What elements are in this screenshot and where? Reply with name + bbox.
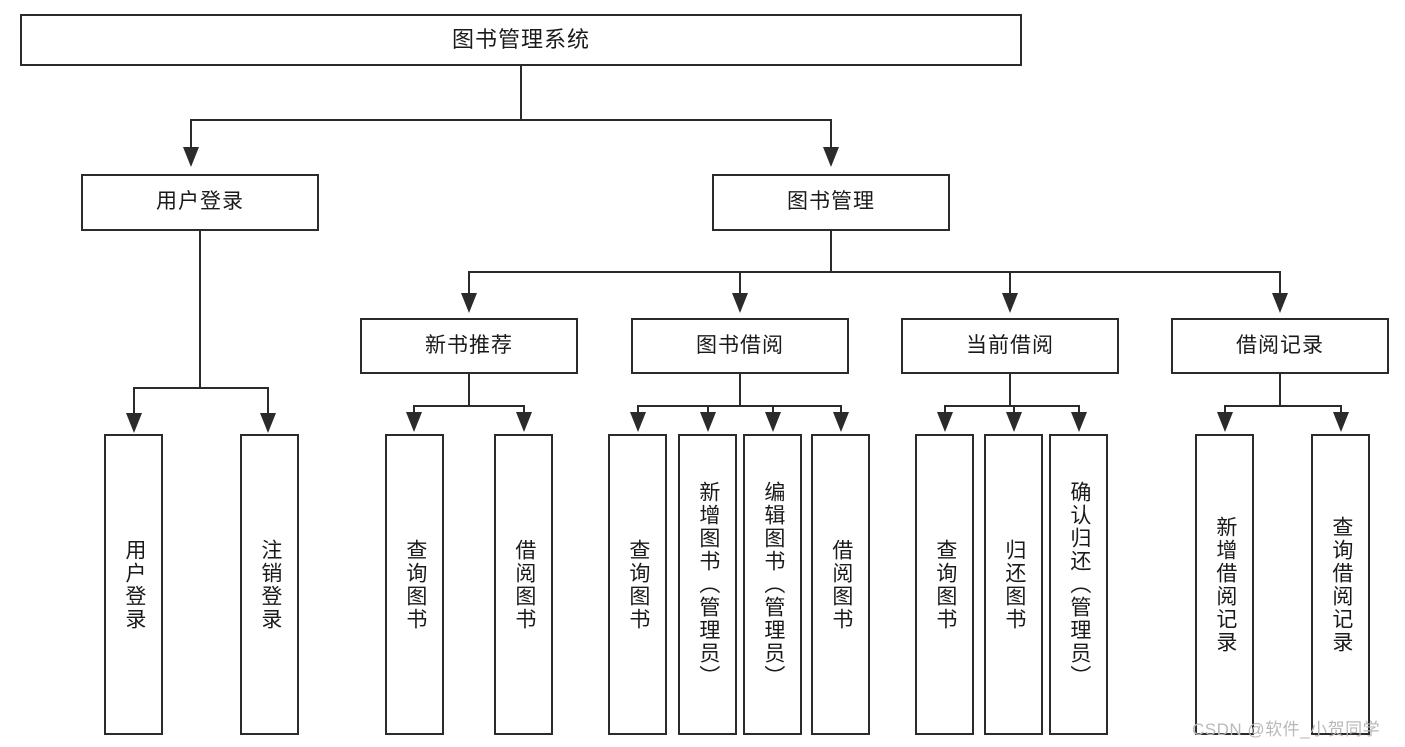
edge-bm-to-borrow-record <box>1279 271 1281 295</box>
edge-cb-branch-2 <box>1013 405 1015 417</box>
edge-user-login-branch-1 <box>133 387 135 415</box>
edge-root-stem <box>520 66 522 119</box>
leaf-user-logout[interactable]: 注销登录 <box>240 434 299 735</box>
node-book-management-system[interactable]: 图书管理系统 <box>20 14 1022 66</box>
arrow-down-icon <box>823 147 839 167</box>
leaf-confirm-return[interactable]: 确认归还（管理员） <box>1049 434 1108 735</box>
edge-user-login-branch-2 <box>267 387 269 415</box>
node-label: 当前借阅 <box>966 333 1054 357</box>
node-label: 新增借阅记录 <box>1213 515 1237 654</box>
arrow-down-icon <box>732 293 748 313</box>
edge-cb-stem <box>1009 374 1011 405</box>
leaf-query-record[interactable]: 查询借阅记录 <box>1311 434 1370 735</box>
edge-bb-bar <box>637 405 842 407</box>
node-label: 图书管理系统 <box>451 27 590 53</box>
edge-root-bar <box>190 119 832 121</box>
arrow-down-icon <box>1006 412 1022 432</box>
arrow-down-icon <box>406 412 422 432</box>
node-label: 图书管理 <box>787 190 875 214</box>
edge-cb-branch-3 <box>1078 405 1080 417</box>
node-label: 用户登录 <box>122 538 146 631</box>
node-book-borrow[interactable]: 图书借阅 <box>631 318 849 374</box>
arrow-down-icon <box>461 293 477 313</box>
edge-nbr-bar <box>413 405 525 407</box>
edge-bb-branch-1 <box>637 405 639 417</box>
leaf-query-book-2[interactable]: 查询图书 <box>608 434 667 735</box>
node-label: 确认归还（管理员） <box>1067 481 1091 688</box>
edge-book-management-bar <box>468 271 1280 273</box>
node-label: 归还图书 <box>1002 538 1026 631</box>
edge-bm-to-current-borrow <box>1009 271 1011 295</box>
leaf-return-book[interactable]: 归还图书 <box>984 434 1043 735</box>
edge-bb-stem <box>739 374 741 405</box>
arrow-down-icon <box>126 413 142 433</box>
edge-bm-to-new-book <box>468 271 470 295</box>
node-new-book-recommend[interactable]: 新书推荐 <box>360 318 578 374</box>
edge-bm-to-book-borrow <box>739 271 741 295</box>
node-label: 查询图书 <box>403 538 427 631</box>
node-book-management[interactable]: 图书管理 <box>712 174 950 231</box>
edge-user-login-stem <box>199 231 201 387</box>
edge-bb-branch-2 <box>707 405 709 417</box>
node-label: 查询图书 <box>933 538 957 631</box>
leaf-add-book[interactable]: 新增图书（管理员） <box>678 434 737 735</box>
arrow-down-icon <box>833 412 849 432</box>
edge-bb-branch-3 <box>772 405 774 417</box>
edge-br-branch-1 <box>1224 405 1226 417</box>
arrow-down-icon <box>260 413 276 433</box>
leaf-borrow-book-2[interactable]: 借阅图书 <box>811 434 870 735</box>
leaf-borrow-book-1[interactable]: 借阅图书 <box>494 434 553 735</box>
edge-nbr-branch-1 <box>413 405 415 417</box>
node-label: 借阅图书 <box>512 538 536 631</box>
leaf-query-book-1[interactable]: 查询图书 <box>385 434 444 735</box>
node-label: 借阅记录 <box>1236 333 1324 357</box>
node-label: 新书推荐 <box>425 333 513 357</box>
arrow-down-icon <box>630 412 646 432</box>
node-label: 图书借阅 <box>696 333 784 357</box>
edge-br-branch-2 <box>1340 405 1342 417</box>
node-label: 新增图书（管理员） <box>696 481 720 688</box>
edge-root-to-user-login <box>190 119 192 149</box>
edge-user-login-bar <box>133 387 267 389</box>
edge-nbr-branch-2 <box>523 405 525 417</box>
arrow-down-icon <box>183 147 199 167</box>
edge-cb-bar <box>944 405 1079 407</box>
arrow-down-icon <box>1002 293 1018 313</box>
watermark-text: CSDN @软件_小贺同学 <box>1192 720 1381 739</box>
edge-bb-branch-4 <box>840 405 842 417</box>
node-current-borrow[interactable]: 当前借阅 <box>901 318 1119 374</box>
arrow-down-icon <box>1217 412 1233 432</box>
arrow-down-icon <box>937 412 953 432</box>
arrow-down-icon <box>765 412 781 432</box>
node-label: 借阅图书 <box>829 538 853 631</box>
edge-br-stem <box>1279 374 1281 405</box>
arrow-down-icon <box>1272 293 1288 313</box>
leaf-edit-book[interactable]: 编辑图书（管理员） <box>743 434 802 735</box>
node-label: 编辑图书（管理员） <box>761 481 785 688</box>
node-label: 注销登录 <box>258 538 282 631</box>
arrow-down-icon <box>1333 412 1349 432</box>
leaf-query-book-3[interactable]: 查询图书 <box>915 434 974 735</box>
node-borrow-record[interactable]: 借阅记录 <box>1171 318 1389 374</box>
node-label: 用户登录 <box>156 190 244 214</box>
node-user-login[interactable]: 用户登录 <box>81 174 319 231</box>
arrow-down-icon <box>1071 412 1087 432</box>
leaf-add-record[interactable]: 新增借阅记录 <box>1195 434 1254 735</box>
arrow-down-icon <box>700 412 716 432</box>
node-label: 查询图书 <box>626 538 650 631</box>
edge-cb-branch-1 <box>944 405 946 417</box>
leaf-user-login[interactable]: 用户登录 <box>104 434 163 735</box>
node-label: 查询借阅记录 <box>1329 515 1353 654</box>
edge-nbr-stem <box>468 374 470 405</box>
edge-root-to-book-management <box>830 119 832 149</box>
edge-br-bar <box>1224 405 1342 407</box>
edge-book-management-stem <box>830 231 832 271</box>
arrow-down-icon <box>516 412 532 432</box>
